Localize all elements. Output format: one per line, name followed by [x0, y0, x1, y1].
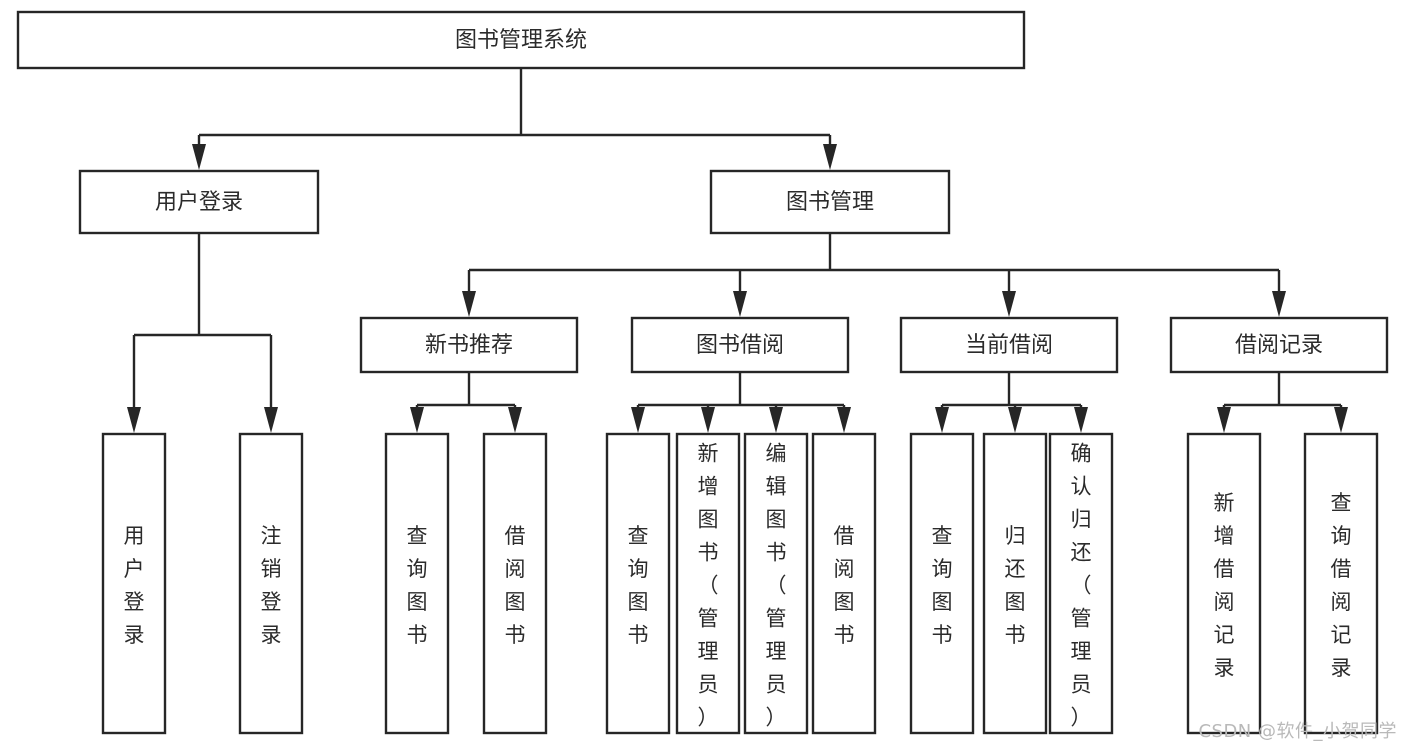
arrowhead-icon — [264, 407, 278, 433]
node-label: 图书管理系统 — [455, 28, 587, 53]
csdn-watermark: CSDN @软件_小贺同学 — [1198, 721, 1397, 742]
node-book-manage[interactable]: 图书管理 — [709, 169, 951, 235]
node-box[interactable] — [709, 169, 951, 235]
arrowhead-icon — [769, 407, 783, 433]
edge-e-book-manage — [462, 233, 1286, 317]
node-label: 当前借阅 — [965, 333, 1053, 358]
node-root[interactable]: 图书管理系统 — [16, 10, 1026, 70]
arrowhead-icon — [823, 144, 837, 170]
arrowhead-icon — [1002, 291, 1016, 317]
arrowhead-icon — [837, 407, 851, 433]
node-current-borrow[interactable]: 当前借阅 — [899, 316, 1119, 374]
arrowhead-icon — [1272, 291, 1286, 317]
node-label: 图书借阅 — [696, 333, 784, 358]
arrowhead-icon — [733, 291, 747, 317]
node-box[interactable] — [16, 10, 1026, 70]
node-leaf-borrow-book-2[interactable]: 借阅图书 — [811, 432, 877, 735]
node-box[interactable] — [909, 432, 975, 735]
node-label: 注销登录 — [261, 524, 282, 647]
node-label: 编辑图书（管理员） — [766, 442, 787, 730]
node-label: 查询借阅记录 — [1331, 491, 1352, 680]
node-box[interactable] — [811, 432, 877, 735]
node-label: 借阅记录 — [1235, 333, 1323, 358]
node-box[interactable] — [1186, 432, 1262, 735]
node-box[interactable] — [1169, 316, 1389, 374]
node-leaf-return-book[interactable]: 归还图书 — [982, 432, 1048, 735]
node-leaf-query-book-1[interactable]: 查询图书 — [384, 432, 450, 735]
arrowhead-icon — [1008, 407, 1022, 433]
node-book-borrow[interactable]: 图书借阅 — [630, 316, 850, 374]
node-new-book-rec[interactable]: 新书推荐 — [359, 316, 579, 374]
arrowhead-icon — [462, 291, 476, 317]
node-leaf-confirm-return[interactable]: 确认归还（管理员） — [1048, 432, 1114, 735]
node-leaf-add-book[interactable]: 新增图书（管理员） — [675, 432, 741, 735]
node-label: 图书管理 — [786, 190, 874, 215]
node-box[interactable] — [630, 316, 850, 374]
node-box[interactable] — [359, 316, 579, 374]
node-label: 新增图书（管理员） — [698, 442, 719, 730]
node-label: 查询图书 — [628, 524, 649, 647]
node-label: 归还图书 — [1005, 524, 1026, 647]
node-label: 新增借阅记录 — [1214, 491, 1235, 680]
node-box[interactable] — [899, 316, 1119, 374]
node-box[interactable] — [101, 432, 167, 735]
arrowhead-icon — [1334, 407, 1348, 433]
edge-e-borrow-record — [1217, 372, 1348, 433]
node-label: 借阅图书 — [834, 524, 855, 647]
node-label: 借阅图书 — [505, 524, 526, 647]
arrowhead-icon — [127, 407, 141, 433]
node-box[interactable] — [982, 432, 1048, 735]
node-label: 用户登录 — [155, 190, 243, 215]
edge-e-book-borrow — [631, 372, 851, 433]
node-box[interactable] — [78, 169, 320, 235]
nodes-layer: 图书管理系统用户登录图书管理新书推荐图书借阅当前借阅借阅记录用户登录注销登录查询… — [16, 10, 1389, 735]
edge-e-root — [192, 68, 837, 170]
arrowhead-icon — [701, 407, 715, 433]
node-box[interactable] — [384, 432, 450, 735]
node-box[interactable] — [605, 432, 671, 735]
arrowhead-icon — [1217, 407, 1231, 433]
node-label: 确认归还（管理员） — [1071, 442, 1092, 730]
edge-e-new-book-rec — [410, 372, 522, 433]
node-box[interactable] — [482, 432, 548, 735]
node-leaf-query-record[interactable]: 查询借阅记录 — [1303, 432, 1379, 735]
node-borrow-record[interactable]: 借阅记录 — [1169, 316, 1389, 374]
node-leaf-add-record[interactable]: 新增借阅记录 — [1186, 432, 1262, 735]
node-box[interactable] — [238, 432, 304, 735]
node-label: 查询图书 — [407, 524, 428, 647]
node-label: 查询图书 — [932, 524, 953, 647]
node-leaf-query-book-2[interactable]: 查询图书 — [605, 432, 671, 735]
node-leaf-edit-book[interactable]: 编辑图书（管理员） — [743, 432, 809, 735]
node-leaf-query-book-3[interactable]: 查询图书 — [909, 432, 975, 735]
node-label: 新书推荐 — [425, 333, 513, 358]
arrowhead-icon — [508, 407, 522, 433]
node-box[interactable] — [1048, 432, 1114, 735]
node-leaf-logout[interactable]: 注销登录 — [238, 432, 304, 735]
arrowhead-icon — [631, 407, 645, 433]
node-box[interactable] — [743, 432, 809, 735]
node-label: 用户登录 — [124, 524, 145, 647]
node-box[interactable] — [1303, 432, 1379, 735]
node-leaf-user-login[interactable]: 用户登录 — [101, 432, 167, 735]
arrowhead-icon — [410, 407, 424, 433]
node-box[interactable] — [675, 432, 741, 735]
edges-layer — [127, 68, 1348, 433]
edge-e-user-login — [127, 233, 278, 433]
arrowhead-icon — [192, 144, 206, 170]
edge-e-current-borrow — [935, 372, 1088, 433]
node-user-login[interactable]: 用户登录 — [78, 169, 320, 235]
arrowhead-icon — [1074, 407, 1088, 433]
arrowhead-icon — [935, 407, 949, 433]
node-leaf-borrow-book-1[interactable]: 借阅图书 — [482, 432, 548, 735]
